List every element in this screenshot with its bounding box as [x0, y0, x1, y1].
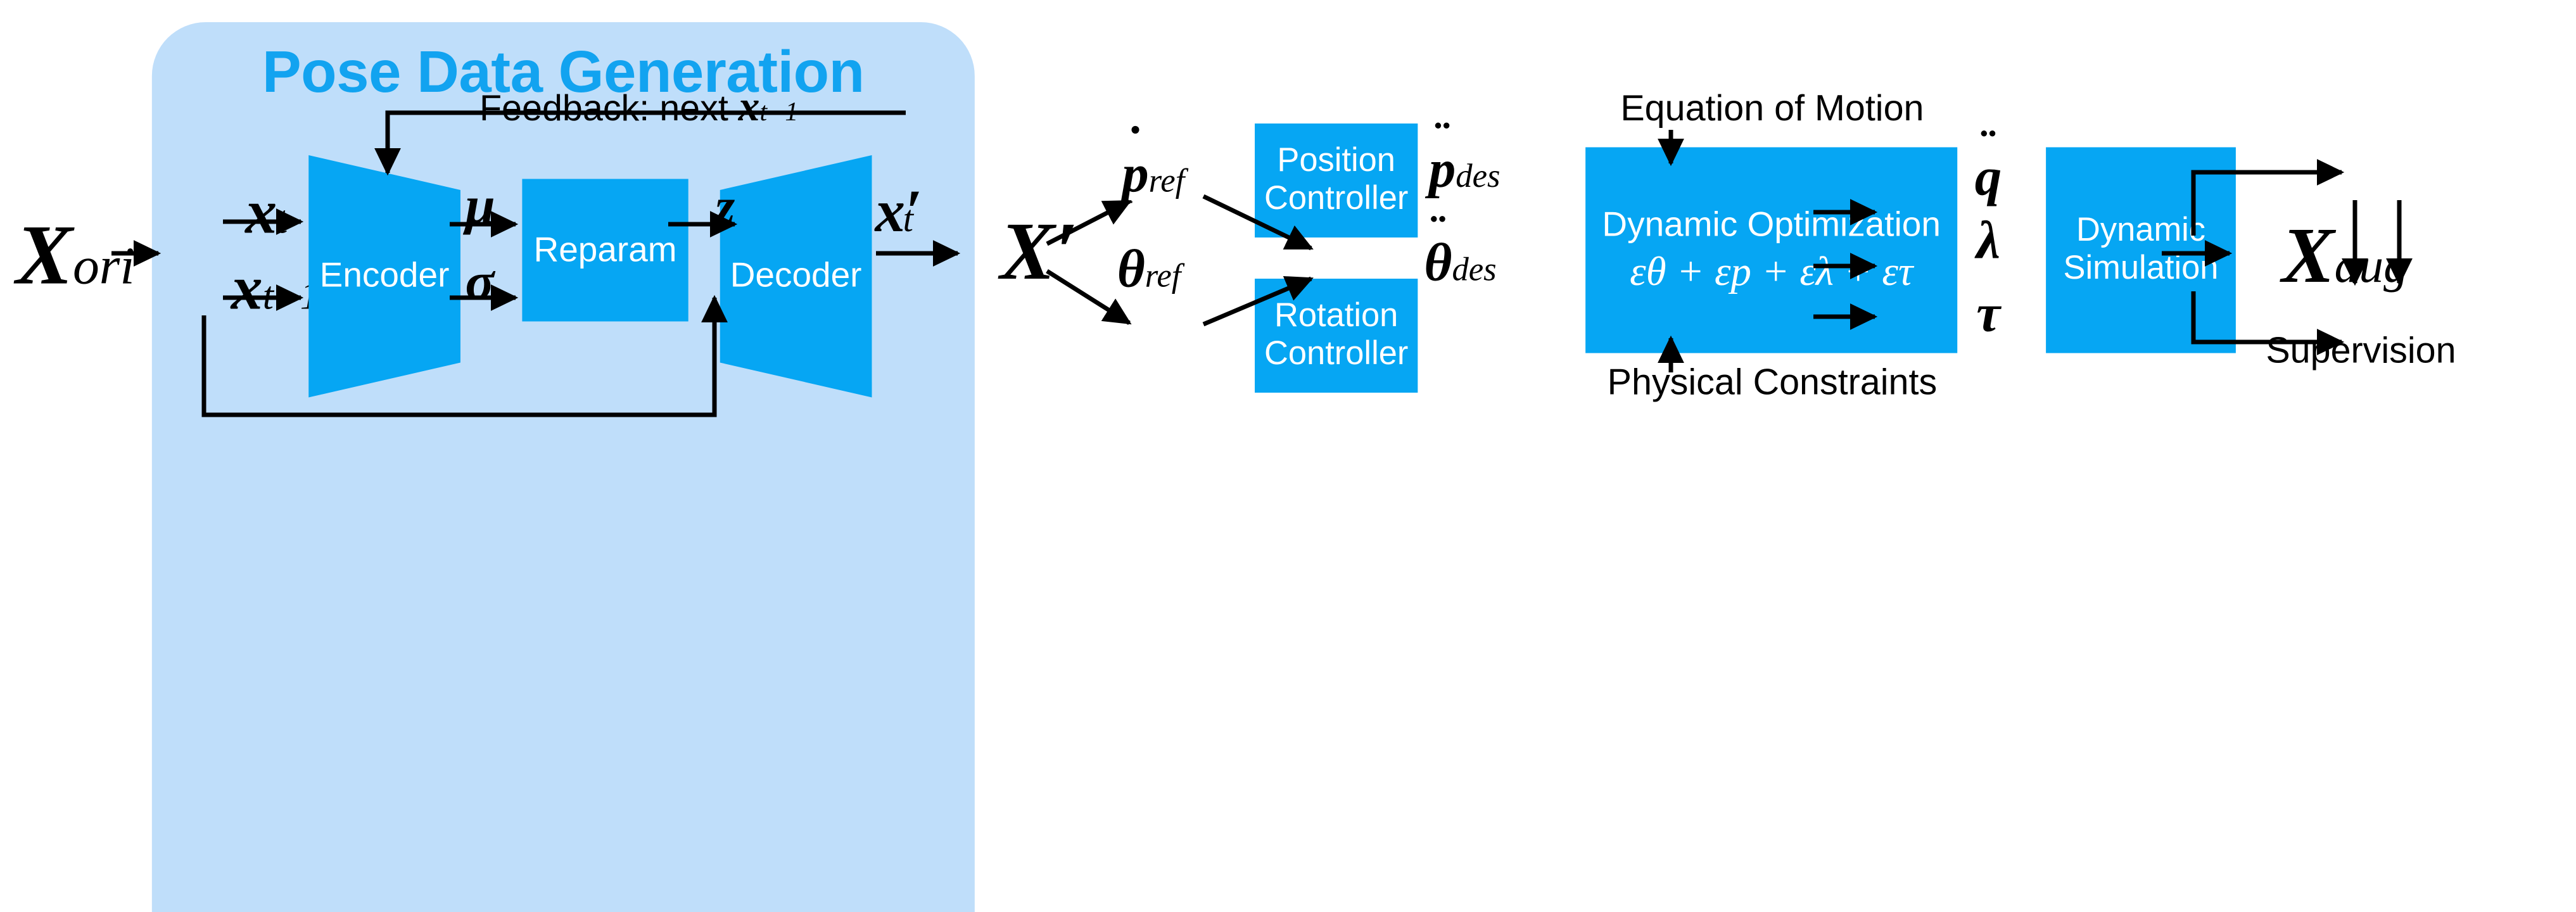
annotation-physical-constraints: Physical Constraints — [1607, 361, 1938, 402]
label-theta-ref: θref — [1117, 241, 1181, 300]
dynamic-optimization-equation: εθ + εp + ελ + ετ — [1630, 249, 1913, 295]
feedback-label: Feedback: next xt−1 — [479, 82, 799, 130]
block-label-dynamic-optimization: Dynamic Optimization — [1602, 203, 1941, 244]
label-supervision: Supervision — [2266, 329, 2456, 370]
block-decoder: Decoder — [720, 155, 872, 398]
panel-title-pose-data-generation: Pose Data Generation — [262, 39, 865, 104]
annotation-equation-of-motion: Equation of Motion — [1620, 87, 1924, 129]
block-label-decoder: Decoder — [730, 255, 862, 295]
block-label-dynamic-simulation: Dynamic Simulation — [2063, 213, 2219, 287]
symbol-x-aug: Xaug — [2281, 210, 2408, 300]
block-dynamic-optimization: Dynamic Optimization εθ + εp + ελ + ετ — [1585, 147, 1958, 353]
block-label-reparam: Reparam — [533, 229, 677, 269]
label-p-des: p¨des — [1428, 111, 1501, 200]
symbol-x-t: xt — [245, 175, 288, 248]
decoder-shape — [720, 155, 872, 398]
block-label-rotation-controller: Rotation Controller — [1264, 298, 1409, 372]
block-label-encoder: Encoder — [319, 255, 450, 295]
edge-label-sigma: σ — [465, 253, 495, 312]
symbol-x-t-minus-1: xt−1 — [231, 251, 320, 324]
label-lambda: λ — [1976, 212, 2000, 271]
block-reparam: Reparam — [522, 179, 688, 322]
edge-label-mu: μ — [465, 177, 495, 236]
label-tau: τ — [1976, 285, 2000, 344]
label-theta-des: θ¨des — [1424, 205, 1497, 293]
block-encoder: Encoder — [308, 155, 460, 398]
label-p-ref: p˙ref — [1122, 116, 1185, 205]
label-q-ddot: q¨ — [1974, 119, 2002, 208]
block-position-controller: Position Controller — [1255, 124, 1418, 238]
block-dynamic-simulation: Dynamic Simulation — [2046, 147, 2236, 353]
block-label-position-controller: Position Controller — [1264, 143, 1409, 217]
symbol-x-t-prime: x′t — [875, 179, 922, 246]
edge-label-z: z — [715, 177, 735, 234]
symbol-x-ori: Xori — [15, 207, 135, 303]
block-rotation-controller: Rotation Controller — [1255, 279, 1418, 393]
symbol-x-prime: X′ — [999, 207, 1079, 298]
